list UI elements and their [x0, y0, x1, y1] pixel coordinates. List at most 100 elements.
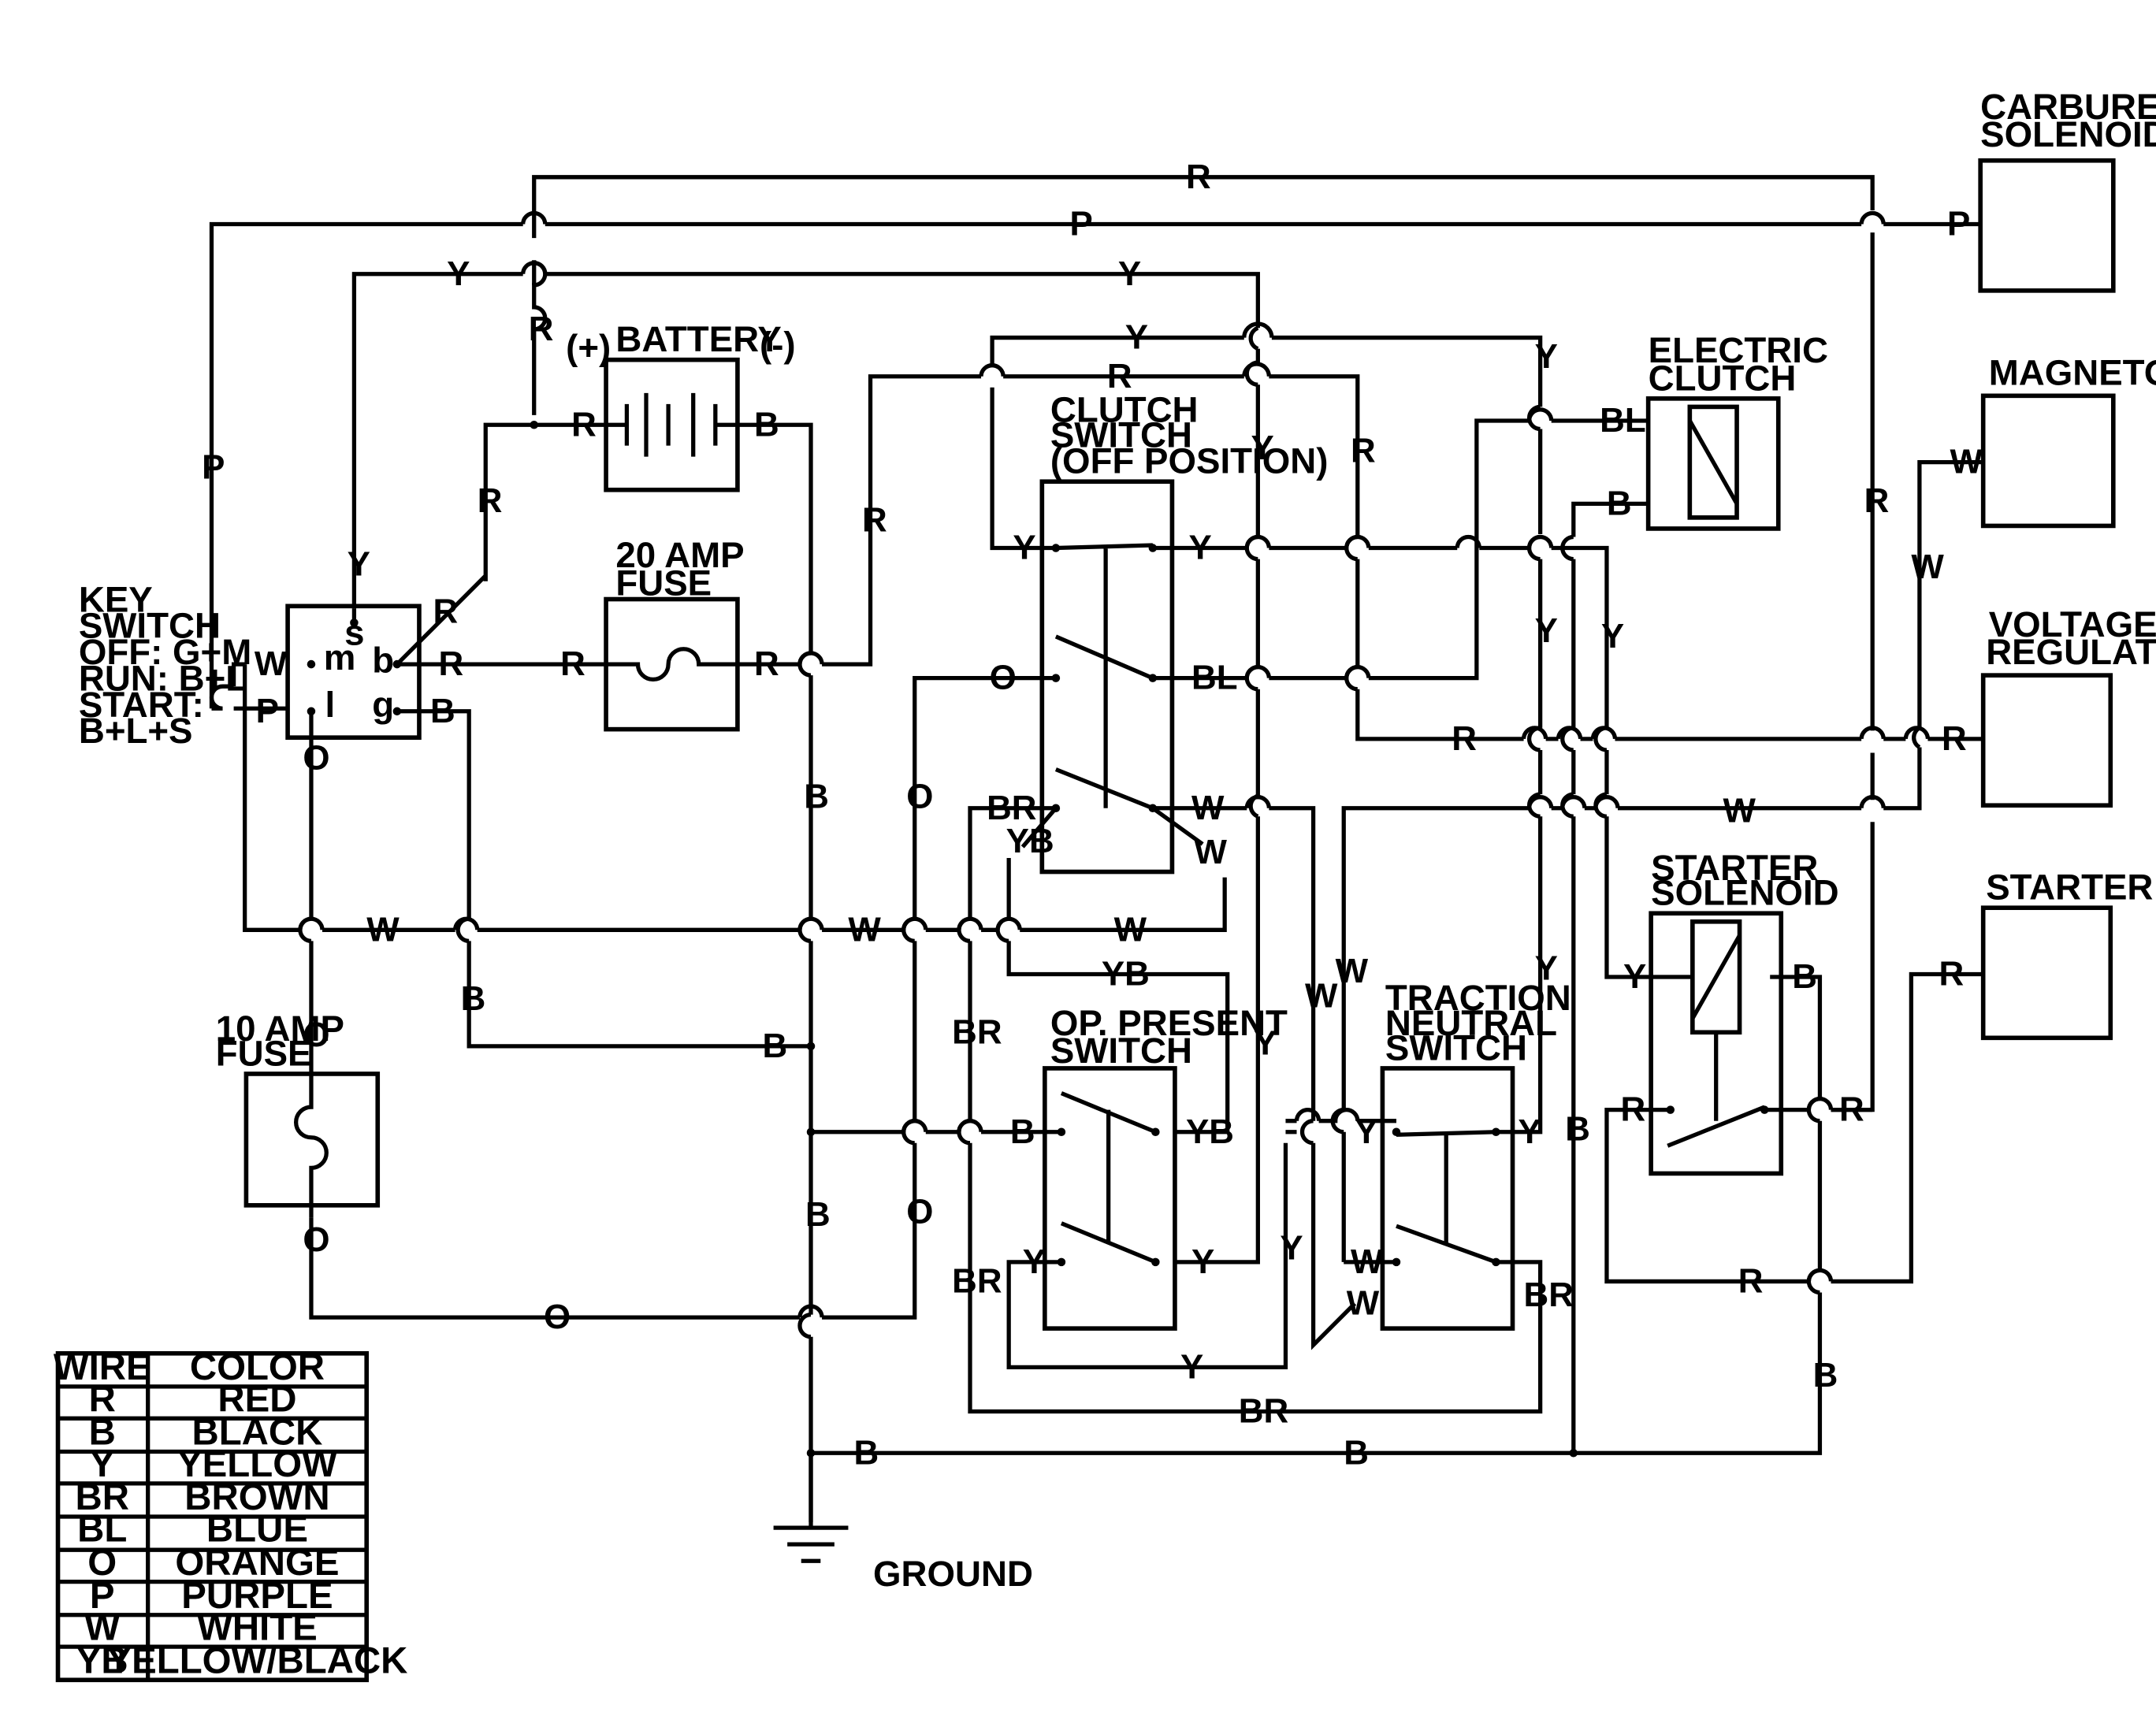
- wire-label: P: [1947, 205, 1970, 243]
- fuse-20-label-2: FUSE: [615, 563, 712, 603]
- wire-label: B: [1010, 1112, 1035, 1151]
- key-switch-label-4: RUN: B+L: [79, 658, 247, 698]
- key-switch: s m b l g KEY SWITCH OFF: G+M RUN: B+L S…: [79, 579, 422, 751]
- fuse-20-amp: 20 AMP FUSE: [604, 535, 745, 732]
- wire-label: O: [906, 778, 933, 816]
- voltage-regulator-label-1: VOLTAGE: [1989, 604, 2156, 644]
- wire-label: Y: [1191, 1242, 1214, 1281]
- wire-label: W: [1191, 789, 1225, 827]
- traction-neutral-label-3: SWITCH: [1385, 1027, 1527, 1068]
- legend-wire-color: ORANGE: [175, 1542, 339, 1584]
- key-switch-label-1: KEY: [79, 579, 153, 619]
- wire-label: Y: [1189, 529, 1212, 567]
- wire-label: R: [1942, 719, 1967, 758]
- wire-label: R: [478, 481, 503, 520]
- wire-label: YB: [1006, 822, 1054, 860]
- wire-label: BR: [952, 1012, 1002, 1051]
- legend-wire-code: O: [87, 1542, 117, 1584]
- legend-wire-color: RED: [217, 1379, 296, 1421]
- starter-solenoid: STARTER SOLENOID: [1649, 848, 1839, 1176]
- legend-wire-color: BROWN: [184, 1476, 329, 1518]
- wire-label: R: [1351, 432, 1376, 470]
- wire-label: P: [1069, 205, 1092, 243]
- wire-label: Y: [1518, 1112, 1541, 1151]
- wire-label: W: [1347, 1284, 1380, 1323]
- wire-label: B: [754, 405, 779, 444]
- wire-label: YB: [1186, 1112, 1234, 1151]
- fuse-10-label-2: FUSE: [216, 1033, 312, 1073]
- battery-neg-label: (-): [760, 325, 796, 365]
- voltage-regulator-label-2: REGULATOR: [1986, 632, 2156, 672]
- legend-wire-color: BLACK: [191, 1412, 322, 1454]
- wire-label: R: [1107, 357, 1132, 396]
- wire-label: B: [1565, 1109, 1590, 1148]
- wire-label: Y: [1535, 611, 1558, 650]
- legend-wire-code: P: [90, 1575, 115, 1617]
- wire-label: O: [990, 659, 1017, 697]
- traction-neutral-label-1: TRACTION: [1385, 978, 1571, 1018]
- wire-label: O: [303, 1016, 329, 1054]
- key-terminal-b: b: [372, 641, 394, 681]
- legend-wire-color: WHITE: [197, 1606, 318, 1648]
- legend-wire-code: Y: [90, 1443, 115, 1485]
- wire-label: P: [256, 692, 279, 730]
- wires: [209, 175, 1983, 1528]
- wire-label: R: [439, 644, 464, 683]
- wire-label: R: [571, 405, 597, 444]
- wire-label: Y: [1623, 957, 1646, 996]
- wire-label: BR: [952, 1261, 1002, 1300]
- wire-label: R: [1839, 1090, 1864, 1129]
- wire-label: Y: [1535, 337, 1558, 376]
- junction-dots: [307, 420, 1769, 1458]
- wire-label: R: [754, 644, 779, 683]
- wire-label: R: [862, 500, 887, 539]
- fuse-10-amp: 10 AMP FUSE: [216, 1008, 381, 1218]
- legend-header-wire: WIRE: [54, 1346, 151, 1388]
- legend-wire-color: YELLOW: [177, 1443, 337, 1485]
- wire-label: Y: [1251, 429, 1274, 467]
- electric-clutch-label-2: CLUTCH: [1649, 358, 1797, 398]
- wire-label: O: [544, 1298, 571, 1336]
- legend-wire-color: YELLOW/BLACK: [107, 1640, 408, 1682]
- electric-clutch: ELECTRIC CLUTCH: [1645, 330, 1828, 531]
- wire-label: W: [1723, 791, 1756, 830]
- wire-label: Y: [1601, 617, 1624, 656]
- wire-label: R: [1452, 719, 1477, 758]
- carburetor-solenoid-label-1: CARBURETOR: [1980, 87, 2156, 127]
- carburetor-solenoid-label-2: SOLENOID: [1980, 114, 2156, 154]
- battery-label: BATTERY: [615, 319, 782, 359]
- legend-wire-color: PURPLE: [181, 1575, 333, 1617]
- wire-label: R: [560, 644, 585, 683]
- starter-solenoid-label-2: SOLENOID: [1651, 873, 1838, 913]
- electric-clutch-label-1: ELECTRIC: [1649, 330, 1828, 370]
- wire-label: B: [804, 778, 829, 816]
- wire-label: W: [366, 910, 400, 949]
- wire-label: Y: [1125, 318, 1148, 357]
- wire-label: R: [1864, 481, 1890, 520]
- key-switch-label-6: B+L+S: [79, 711, 193, 751]
- wire-label: W: [1195, 833, 1228, 871]
- legend-wire-code: R: [89, 1379, 116, 1421]
- wire-label: B: [1607, 484, 1632, 522]
- clutch-switch-label-3: (OFF POSITION): [1050, 441, 1329, 481]
- wire-label: R: [1186, 158, 1211, 196]
- key-terminal-l: l: [325, 685, 336, 725]
- legend-wire-code: BL: [77, 1509, 127, 1551]
- legend-wire-code: YB: [76, 1640, 128, 1682]
- wire-label: B: [430, 692, 455, 730]
- wire-label: W: [1305, 977, 1338, 1016]
- wire-label: W: [1911, 548, 1944, 586]
- key-switch-label-3: OFF: G+M: [79, 632, 251, 672]
- ground-symbol: GROUND: [773, 1525, 1033, 1594]
- legend-wire-code: BR: [75, 1476, 128, 1518]
- wire-label: B: [853, 1433, 879, 1472]
- legend-wire-color: BLUE: [206, 1509, 308, 1551]
- wire-labels: R R R R R R R R R R R R R R R R R R P P …: [202, 158, 1983, 1472]
- key-switch-label-2: SWITCH: [79, 606, 221, 646]
- wire-label: YB: [1102, 955, 1150, 993]
- wire-label: O: [303, 1220, 329, 1259]
- wire-label: Y: [1180, 1347, 1203, 1386]
- wire-label: BL: [1600, 401, 1646, 440]
- wire-label: Y: [447, 254, 470, 293]
- traction-neutral-switch: TRACTION NEUTRAL SWITCH: [1380, 978, 1571, 1331]
